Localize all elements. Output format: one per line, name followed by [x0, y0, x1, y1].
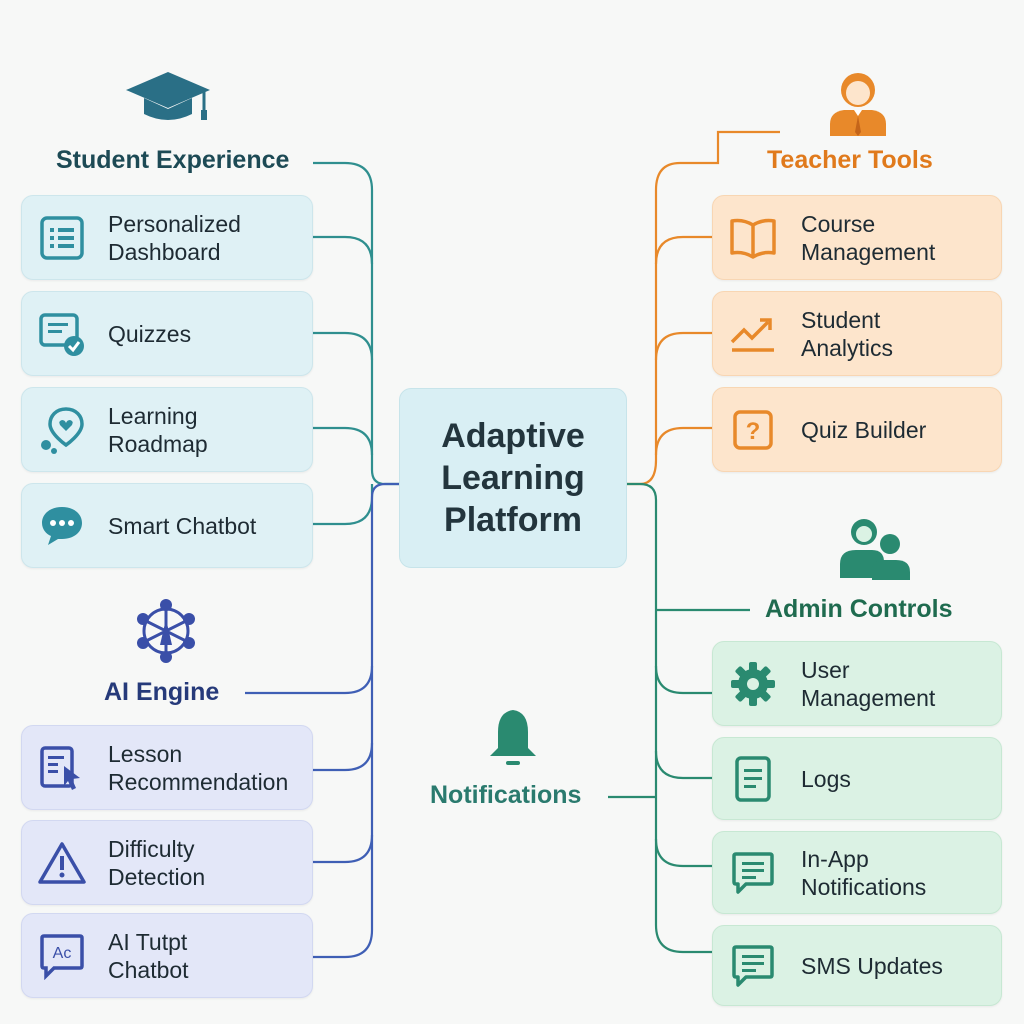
- quizzes-label: Quizzes: [108, 320, 192, 347]
- ac-icon-text: Ac: [53, 945, 72, 962]
- quiz-builder-label: Quiz Builder: [801, 416, 927, 443]
- book-icon: [727, 212, 779, 264]
- learning-roadmap-label: Learning Roadmap: [108, 402, 208, 457]
- sms-icon: [727, 940, 779, 992]
- document-icon: [727, 753, 779, 805]
- admin-controls-heading: Admin Controls: [765, 595, 953, 623]
- logs-card[interactable]: Logs: [712, 737, 1002, 820]
- ai-engine-heading: AI Engine: [104, 678, 220, 706]
- smart-chatbot-label: Smart Chatbot: [108, 512, 257, 539]
- user-management-card[interactable]: User Management: [712, 641, 1002, 726]
- student-experience-heading: Student Experience: [56, 146, 290, 174]
- course-management-card[interactable]: Course Management: [712, 195, 1002, 280]
- message-icon: [727, 847, 779, 899]
- student-analytics-label: Student Analytics: [801, 306, 894, 361]
- student-analytics-card[interactable]: Student Analytics: [712, 291, 1002, 376]
- lesson-recommendation-card[interactable]: Lesson Recommendation: [21, 725, 313, 810]
- quiz-builder-card[interactable]: ? Quiz Builder: [712, 387, 1002, 472]
- dashboard-icon: [36, 212, 88, 264]
- difficulty-detection-label: Difficulty Detection: [108, 835, 206, 890]
- chat-bubble-icon: [36, 500, 88, 552]
- logs-label: Logs: [801, 765, 851, 792]
- sms-updates-card[interactable]: SMS Updates: [712, 925, 1002, 1006]
- course-management-label: Course Management: [801, 210, 936, 265]
- map-pin-icon: [36, 404, 88, 456]
- question-box-icon: ?: [727, 404, 779, 456]
- gear-icon: [727, 658, 779, 710]
- user-management-label: User Management: [801, 656, 936, 711]
- personalized-dashboard-label: Personalized Dashboard: [108, 210, 241, 265]
- teacher-tools-heading: Teacher Tools: [767, 146, 933, 174]
- central-node: Adaptive Learning Platform: [399, 388, 627, 568]
- trend-chart-icon: [727, 308, 779, 360]
- neural-network-icon: [137, 599, 195, 663]
- difficulty-detection-card[interactable]: Difficulty Detection: [21, 820, 313, 905]
- teacher-icon: [830, 73, 886, 136]
- notifications-heading: Notifications: [430, 781, 582, 809]
- document-cursor-icon: [36, 742, 88, 794]
- sms-updates-label: SMS Updates: [801, 952, 943, 979]
- learning-roadmap-card[interactable]: Learning Roadmap: [21, 387, 313, 472]
- smart-chatbot-card[interactable]: Smart Chatbot: [21, 483, 313, 568]
- question-mark-text: ?: [746, 418, 761, 445]
- in-app-notifications-card[interactable]: In-App Notifications: [712, 831, 1002, 914]
- users-icon: [840, 519, 910, 580]
- graduation-cap-icon: [126, 72, 210, 120]
- lesson-recommendation-label: Lesson Recommendation: [108, 740, 289, 795]
- in-app-notifications-label: In-App Notifications: [801, 845, 927, 900]
- ai-tutor-chatbot-card[interactable]: Ac AI Tutpt Chatbot: [21, 913, 313, 998]
- central-title: Adaptive Learning Platform: [441, 417, 585, 539]
- ai-tutor-chatbot-label: AI Tutpt Chatbot: [108, 928, 189, 983]
- ac-chat-icon: Ac: [36, 930, 88, 982]
- quiz-icon: [36, 308, 88, 360]
- quizzes-card[interactable]: Quizzes: [21, 291, 313, 376]
- bell-icon: [490, 710, 536, 765]
- personalized-dashboard-card[interactable]: Personalized Dashboard: [21, 195, 313, 280]
- warning-icon: [36, 837, 88, 889]
